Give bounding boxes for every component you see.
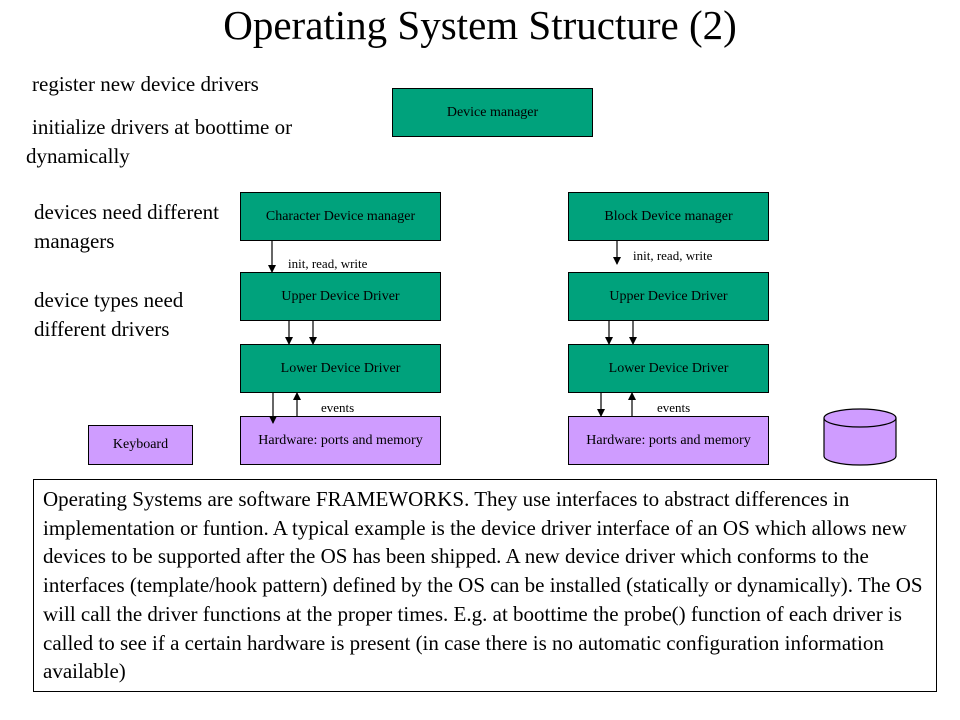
device-manager-box: Device manager — [392, 88, 593, 137]
page-title: Operating System Structure (2) — [223, 2, 737, 48]
side-note-register: register new device drivers — [32, 72, 259, 96]
events-label-left: events — [321, 400, 355, 415]
block-device-manager-box: Block Device manager — [568, 192, 769, 241]
lower-device-driver-right-box: Lower Device Driver — [568, 344, 769, 393]
lower-device-driver-left-box: Lower Device Driver — [240, 344, 441, 393]
disk-icon — [823, 408, 897, 466]
keyboard-box: Keyboard — [88, 425, 193, 465]
side-note-managers: devices need different managers — [34, 200, 220, 253]
upper-device-driver-left-box: Upper Device Driver — [240, 272, 441, 321]
description-text-box: Operating Systems are software FRAMEWORK… — [33, 479, 937, 692]
events-label-right: events — [657, 400, 691, 415]
side-note-drivers: device types need different drivers — [34, 288, 184, 341]
init-read-write-label-left: init, read, write — [288, 256, 368, 271]
character-device-manager-box: Character Device manager — [240, 192, 441, 241]
init-read-write-label-right: init, read, write — [633, 248, 713, 263]
upper-device-driver-right-box: Upper Device Driver — [568, 272, 769, 321]
hardware-right-box: Hardware: ports and memory — [568, 416, 769, 465]
side-note-initialize: initialize drivers at boottime or dynami… — [26, 115, 293, 168]
hardware-left-box: Hardware: ports and memory — [240, 416, 441, 465]
